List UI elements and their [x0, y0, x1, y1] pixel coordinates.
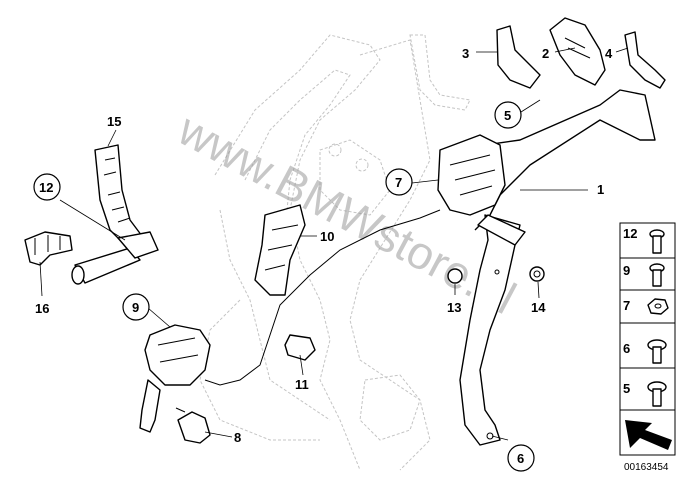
callout-2: 2	[542, 46, 549, 61]
bolt-5-icon	[647, 381, 667, 407]
legend-7: 7	[623, 298, 630, 313]
callout-11: 11	[295, 377, 309, 392]
leader-lines	[39, 47, 629, 441]
lower-anchor-assembly	[139, 324, 211, 433]
seat-frame-outline	[199, 34, 471, 471]
callout-10: 10	[320, 229, 334, 244]
callout-4: 4	[605, 46, 613, 61]
arrow-icon	[625, 420, 672, 450]
legend-9: 9	[623, 263, 630, 278]
callout-3: 3	[462, 46, 469, 61]
callout-1: 1	[597, 182, 604, 197]
callout-9: 9	[132, 300, 139, 315]
cover-part-2	[549, 17, 606, 86]
mounting-plate	[254, 204, 306, 296]
cap-part-13	[447, 268, 463, 284]
legend-12: 12	[623, 226, 637, 241]
callout-9-circle	[122, 293, 150, 321]
callout-8: 8	[234, 430, 241, 445]
callout-5-circle	[494, 101, 522, 129]
callout-12-circle	[33, 173, 61, 201]
fastener-legend: 12 9 7 6 5	[619, 222, 676, 456]
clip-part-11	[284, 334, 316, 361]
callout-14: 14	[531, 300, 546, 315]
cover-part-4	[624, 31, 666, 89]
callout-labels: 1 2 3 4 5 6 7 8 9 10 11 12 13 14 15 16	[33, 46, 613, 472]
nut-7-icon	[647, 298, 669, 315]
bolt-12-icon	[649, 229, 665, 254]
cover-part-3	[496, 25, 541, 89]
callout-5: 5	[504, 108, 511, 123]
belt-buckle	[71, 144, 159, 285]
bolt-6-icon	[647, 339, 667, 364]
callout-7-circle	[385, 168, 413, 196]
bolt-9-icon	[649, 263, 665, 287]
legend-5: 5	[623, 381, 630, 396]
legend-6: 6	[623, 341, 630, 356]
callout-12: 12	[39, 180, 53, 195]
callout-7: 7	[395, 175, 402, 190]
callout-16: 16	[35, 301, 49, 316]
bracket-part-16	[24, 231, 73, 266]
callout-6: 6	[517, 451, 524, 466]
sensor-part-8	[175, 407, 211, 444]
callout-13: 13	[447, 300, 461, 315]
nut-part-14	[529, 266, 545, 282]
belt-retractor	[204, 134, 506, 386]
callout-6-circle	[507, 444, 535, 472]
catalog-number: 00163454	[624, 462, 669, 473]
callout-15: 15	[107, 114, 121, 129]
